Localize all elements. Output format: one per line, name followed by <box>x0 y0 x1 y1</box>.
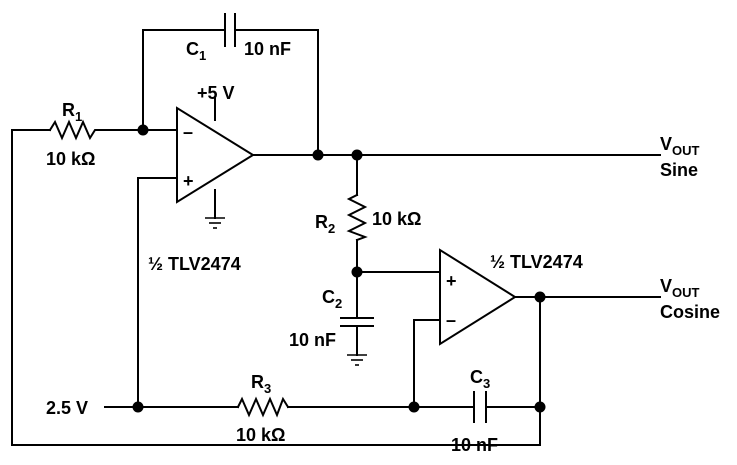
r3-value: 10 kΩ <box>236 425 285 445</box>
c2-value: 10 nF <box>289 330 336 350</box>
opamp-2-label: ½ TLV2474 <box>490 252 583 272</box>
opamp-2-noninverting-sign: + <box>446 271 457 291</box>
c3-value: 10 nF <box>451 435 498 455</box>
reference-voltage-label: 2.5 V <box>46 398 88 418</box>
capacitor-c3 <box>473 391 487 423</box>
c1-label: C1 <box>186 39 206 63</box>
ground-symbol-2 <box>347 354 367 366</box>
junction-dots <box>132 124 546 413</box>
opamp-1-label: ½ TLV2474 <box>148 254 241 274</box>
c3-label: C3 <box>470 367 490 391</box>
r1-label: R1 <box>62 100 82 124</box>
r1-value: 10 kΩ <box>46 149 95 169</box>
r2-label: R2 <box>315 212 335 236</box>
r2-value: 10 kΩ <box>372 209 421 229</box>
resistor-r3 <box>236 396 290 418</box>
vout-cosine-desc: Cosine <box>660 302 720 322</box>
resistor-r1 <box>48 119 101 141</box>
opamp-1-inverting-sign: – <box>183 122 193 142</box>
wires <box>11 29 661 446</box>
supply-label: +5 V <box>197 83 235 103</box>
opamp-2-inverting-sign: – <box>446 310 456 330</box>
capacitor-c1 <box>224 13 236 47</box>
resistor-r2 <box>346 193 368 242</box>
vout-sine-desc: Sine <box>660 160 698 180</box>
vout-sine-label: VOUT <box>660 134 700 158</box>
r3-label: R3 <box>251 372 271 396</box>
opamp-1: – + <box>176 106 255 204</box>
c1-value: 10 nF <box>244 39 291 59</box>
capacitor-c2 <box>340 317 374 327</box>
ground-symbol-1 <box>205 217 225 229</box>
vout-cosine-label: VOUT <box>660 276 700 300</box>
c2-label: C2 <box>322 287 342 311</box>
opamp-2: + – <box>439 248 517 346</box>
opamp-1-noninverting-sign: + <box>183 171 194 191</box>
